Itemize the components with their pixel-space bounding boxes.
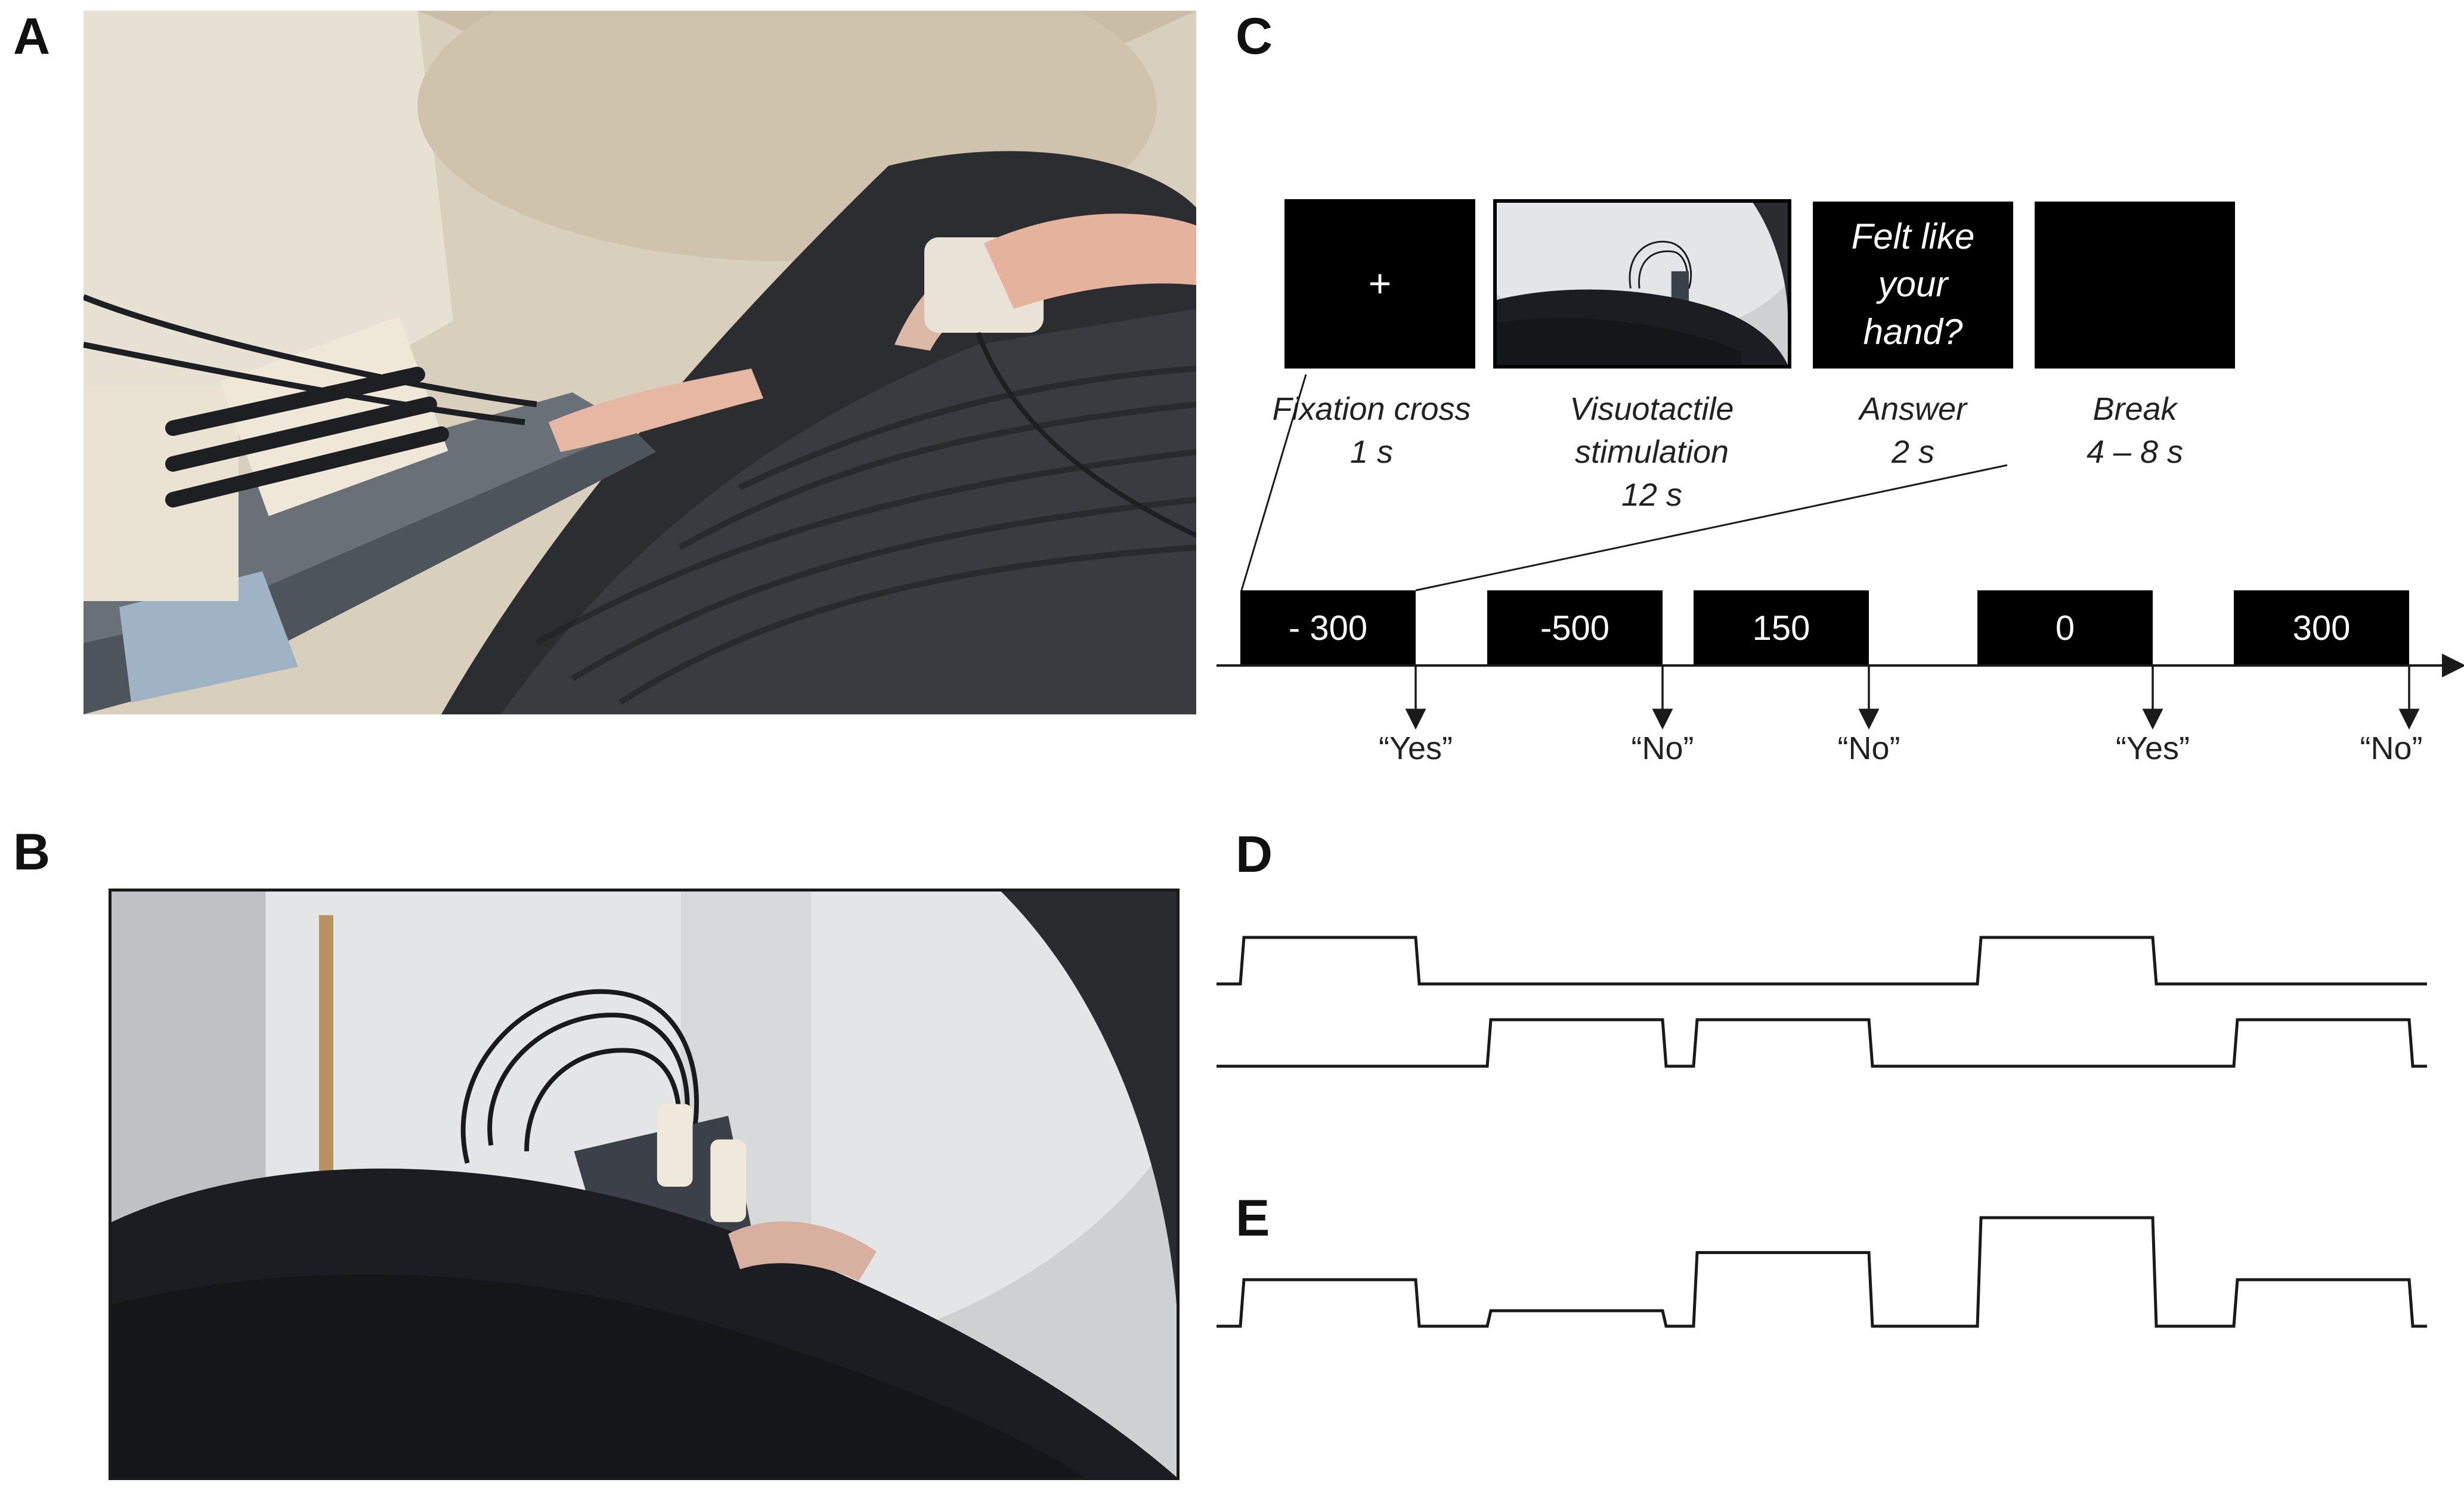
caption-fixation-duration: 1 s [1349, 434, 1394, 470]
photo-scanner-setup [83, 11, 1196, 714]
caption-break-name: Break [2092, 391, 2177, 427]
panel-label-a: A [13, 8, 51, 65]
trial-answer-4: “Yes” [2115, 730, 2190, 766]
regressor-d-no [1216, 1018, 2427, 1068]
regressor-d [1216, 936, 2427, 1068]
trial-block-3: 150 [1694, 590, 1869, 665]
screen-break [2035, 202, 2235, 369]
caption-stimulation-name-2: stimulation [1574, 434, 1729, 470]
panel-label-b: B [13, 824, 51, 881]
fixation-cross-symbol: + [1368, 261, 1392, 305]
screen-answer-question: Felt like your hand? [1813, 202, 2013, 369]
caption-break: Break 4 – 8 s [2016, 388, 2254, 473]
answer-arrows [1405, 665, 2420, 730]
caption-fixation-name: Fixation cross [1272, 391, 1471, 427]
trial-block-4: 0 [1977, 590, 2153, 665]
question-line-1: Felt like [1851, 216, 1975, 256]
trial-answer-3: “No” [1837, 730, 1900, 766]
screen-stimulation-video [1493, 199, 1791, 369]
panel-label-c: C [1236, 8, 1273, 65]
trial-answer-2: “No” [1631, 730, 1694, 766]
regressor-e [1216, 1216, 2427, 1328]
panel-label-d: D [1236, 826, 1273, 883]
screen-fixation: + [1284, 199, 1475, 369]
question-line-3: hand? [1863, 312, 1963, 352]
panel-label-e: E [1236, 1190, 1270, 1247]
caption-stimulation-duration: 12 s [1621, 477, 1683, 513]
caption-stimulation-name-1: Visuotactile [1570, 391, 1734, 427]
caption-answer-duration: 2 s [1891, 434, 1935, 470]
trial-answer-1: “Yes” [1378, 730, 1453, 766]
caption-fixation: Fixation cross 1 s [1252, 388, 1491, 473]
trial-block-1: - 300 [1240, 590, 1416, 665]
trial-answer-5: “No” [2360, 730, 2423, 766]
trial-block-2: -500 [1487, 590, 1663, 665]
caption-answer-name: Answer [1859, 391, 1967, 427]
regressor-e-trace [1216, 1216, 2427, 1328]
photo-camera-view [109, 889, 1180, 1480]
trial-block-5: 300 [2234, 590, 2409, 665]
caption-break-duration: 4 – 8 s [2086, 434, 2184, 470]
regressor-d-yes [1216, 936, 2427, 986]
caption-stimulation: Visuotactile stimulation 12 s [1533, 388, 1771, 516]
caption-answer: Answer 2 s [1794, 388, 2032, 473]
question-line-2: your [1878, 264, 1948, 304]
